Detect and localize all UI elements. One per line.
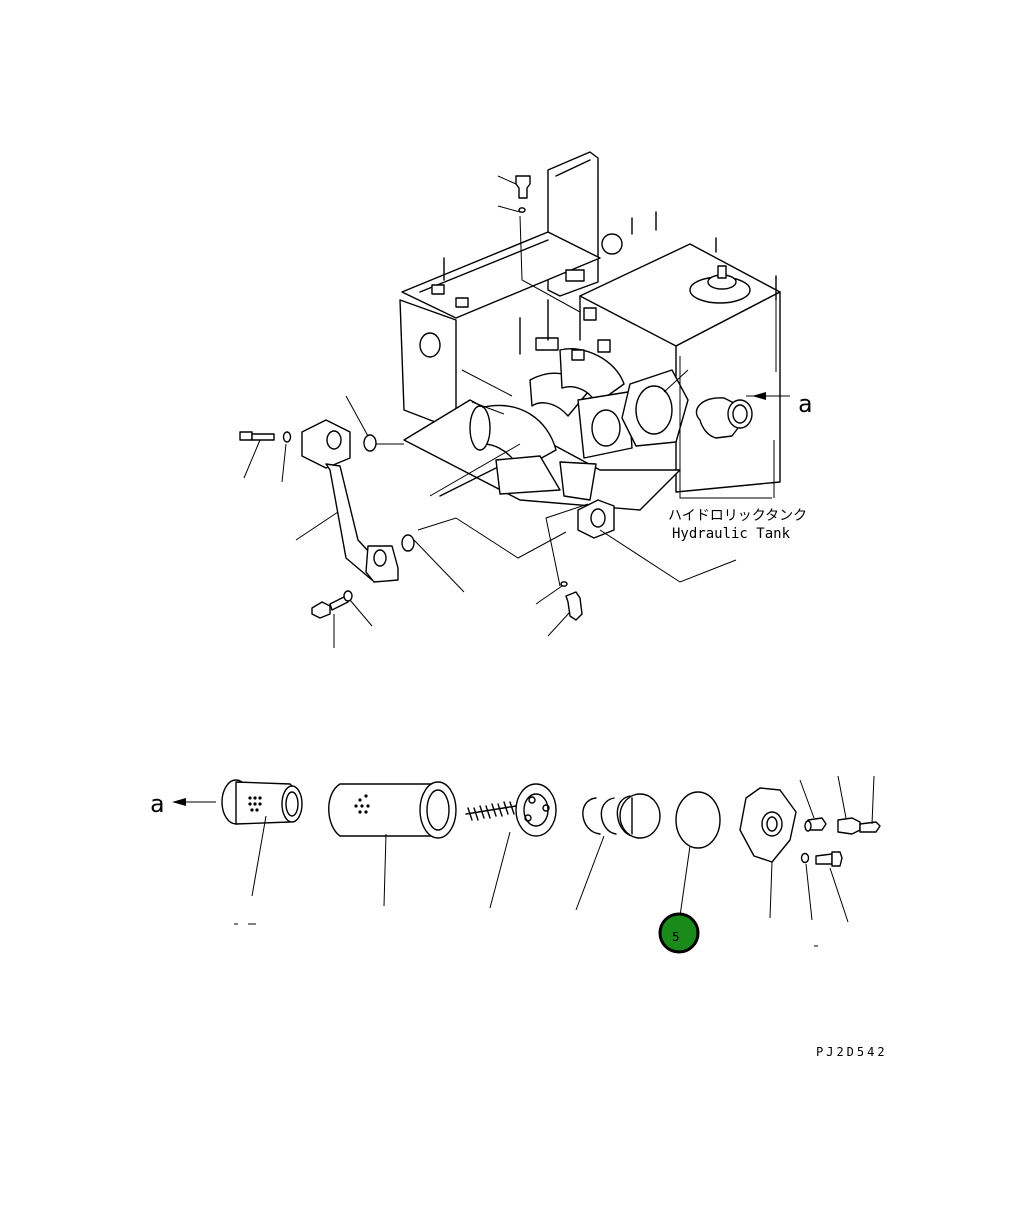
tank-label-jp: ハイドロリックタンク (668, 508, 807, 524)
callout-marker-5[interactable]: 5 (658, 912, 700, 954)
cover-bolts (800, 817, 881, 867)
o-ring-left (363, 434, 377, 452)
bolt-bottom (560, 581, 583, 621)
snap-rings (582, 793, 661, 839)
strainer-exploded-view (172, 775, 881, 947)
callout-number: 5 (672, 930, 680, 944)
left-pipe-assembly (239, 419, 399, 619)
leader-lines-upper (243, 175, 790, 648)
o-ring-large (675, 791, 721, 849)
drawing-code: PJ2D542 (816, 1045, 888, 1059)
ref-a-top: a (798, 390, 812, 418)
leader-lines-lower (234, 775, 875, 947)
ref-a-bottom: a (150, 790, 164, 818)
hydraulic-tank-frame (399, 151, 781, 511)
o-ring-lower (401, 534, 415, 552)
strainer-element (328, 781, 457, 839)
bolt-top (515, 175, 531, 213)
cover-plate (739, 787, 797, 863)
spring-rod-plate (465, 783, 557, 837)
strainer-end-fitting (221, 779, 303, 825)
suction-elbow (695, 397, 753, 439)
flange-block-bottom (577, 499, 615, 539)
tank-label-en: Hydraulic Tank (672, 526, 791, 542)
